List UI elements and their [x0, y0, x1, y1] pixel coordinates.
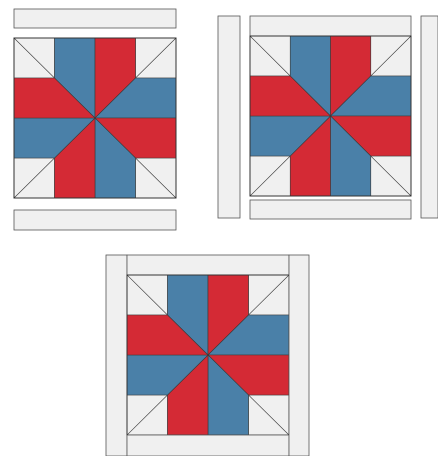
- right-side-strip: [421, 16, 438, 218]
- bottom-border-strip: [127, 435, 289, 456]
- variant-side-and-top-bottom-borders: [218, 16, 438, 219]
- pinwheel-block: [14, 38, 176, 198]
- variant-side-strips-with-top-bottom: [106, 255, 309, 456]
- top-border-strip: [14, 9, 176, 28]
- right-side-strip: [289, 255, 309, 456]
- top-border-strip: [250, 16, 411, 36]
- left-side-strip: [218, 16, 240, 218]
- top-border-strip: [127, 255, 289, 275]
- variant-top-bottom-borders: [14, 9, 176, 230]
- pinwheel-block: [250, 36, 411, 196]
- bottom-border-strip: [14, 210, 176, 230]
- pinwheel-block: [127, 275, 289, 435]
- bottom-border-strip: [250, 200, 411, 219]
- left-side-strip: [106, 255, 127, 456]
